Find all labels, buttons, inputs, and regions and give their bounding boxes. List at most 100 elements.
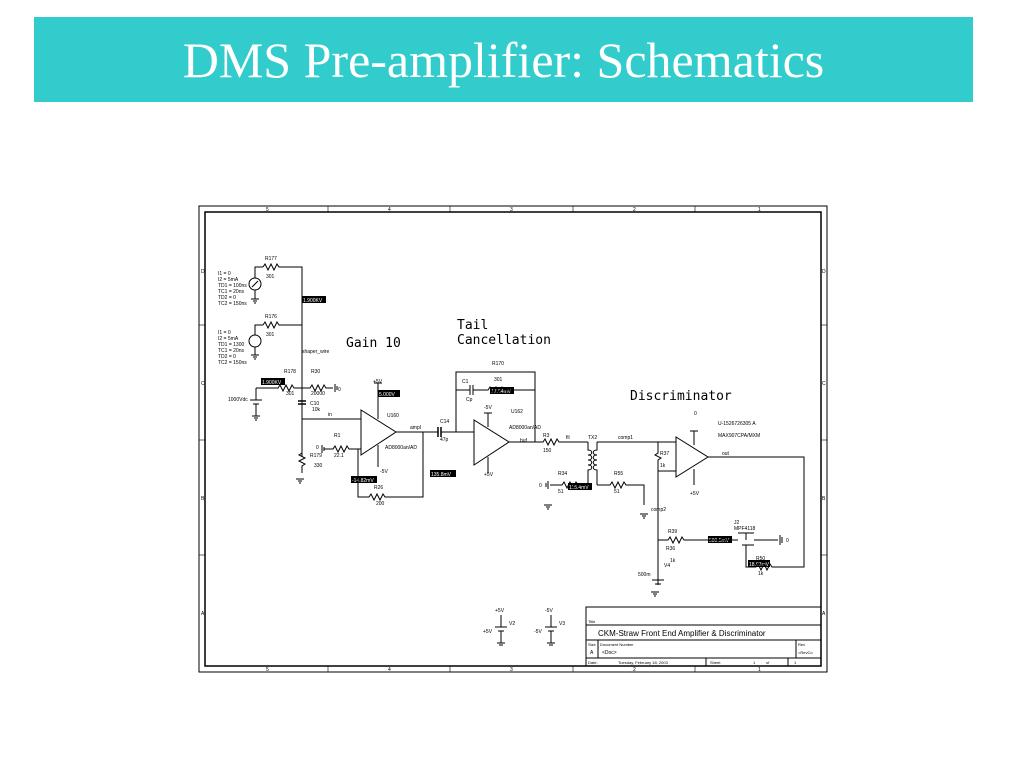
r26-value: 200 (376, 501, 385, 507)
probe-6: 135.8mV (431, 472, 452, 478)
r55-value: 51 (614, 489, 620, 495)
tb-sheet-label: Sheet (710, 660, 721, 665)
probe-7: 115.4mV (569, 485, 589, 491)
j2-part: MPF4118 (734, 526, 756, 532)
u1-gnd-label: 0 (694, 411, 697, 417)
u160-label: U160 (387, 413, 399, 419)
border-col-2: 2 (633, 207, 636, 213)
r179-value: 330 (314, 463, 323, 469)
c1-value: Cp (466, 397, 473, 403)
border-row-d-r: D (822, 269, 826, 275)
r55-label: R55 (614, 471, 623, 477)
out-wire (708, 456, 805, 568)
r179-resistor (297, 419, 307, 473)
border-row-b: B (201, 496, 205, 502)
r1-label: R1 (334, 433, 341, 439)
s1-i1: I1 = 0 (218, 271, 231, 277)
net-comp2: comp2 (651, 507, 666, 513)
r36-label: R36 (666, 546, 675, 552)
border-row-d: D (201, 269, 205, 275)
u160-part: AD8000an/AD (385, 445, 417, 451)
u162-part: AD8000an/AD (509, 425, 541, 431)
probe-3: 5.000V (379, 392, 396, 398)
probe-2: 1.900KV (262, 380, 282, 386)
c1-label: C1 (462, 379, 469, 385)
border-row-a-r: A (822, 611, 826, 617)
u160-labels: +5V U160 AD8000an/AD -5V R26 200 ampl C1… (373, 379, 449, 507)
s1-tc1: TC1 = 20ns (218, 289, 244, 295)
tb-date-label: Date: (588, 660, 598, 665)
s2-i1: I1 = 0 (218, 330, 231, 336)
j2-ground-label: 0 (786, 538, 789, 544)
r37-label: R37 (660, 451, 669, 457)
s2-i2: I2 = 5mA (218, 336, 239, 342)
r34-label: R34 (558, 471, 567, 477)
tb-size: A (590, 650, 594, 656)
r34-r55-labels: R34 51 0 R55 51 comp1 comp2 (539, 435, 666, 513)
s1-td1: TD1 = 100ns (218, 283, 247, 289)
border-col-4: 4 (388, 207, 391, 213)
tb-docnum-label: Document Number (600, 642, 634, 647)
tb-size-label: Size (588, 642, 597, 647)
s2-tc1: TC1 = 20ns (218, 348, 244, 354)
current-source-2-icon (248, 334, 262, 348)
net-out: out (722, 451, 730, 457)
r37-resistor (654, 442, 662, 517)
hv-labels: 1000Vdc R178 301 R30 20000 0 C10 10k (228, 369, 341, 413)
tb-docnum: <Doc> (602, 650, 617, 656)
j2-fet-icon (738, 532, 754, 546)
r26-label: R26 (374, 485, 383, 491)
r3-label: R3 (543, 433, 550, 439)
slide-title: DMS Pre-amplifier: Schematics (182, 31, 825, 88)
r176-wire (262, 320, 302, 330)
u162-supply-wires (484, 412, 492, 473)
s2-tc2: TC2 = 150ns (218, 360, 247, 366)
net-buf: buf (520, 438, 528, 444)
border-ticks (199, 206, 827, 672)
r177-value: 301 (266, 274, 275, 280)
probe-4: 17.04mV (491, 389, 512, 395)
c14-value: 47p (440, 437, 449, 443)
r39-resistor (658, 535, 738, 545)
r30-label: R30 (311, 369, 320, 375)
tb-rev-label: Rev (798, 642, 805, 647)
r37-value: 1k (660, 463, 666, 469)
border-col-4-b: 4 (388, 667, 391, 673)
border-col-5-b: 5 (266, 667, 269, 673)
r1-ground-label: 0 (316, 445, 319, 451)
border-row-c: C (201, 381, 205, 387)
r177-r176-labels: R177 301 R176 301 shaper_wire (265, 256, 329, 355)
net-in: in (328, 412, 332, 418)
r1-r179-labels: R1 22.1 R179 330 0 (310, 433, 344, 469)
v2-label: V2 (509, 621, 515, 627)
outer-border (198, 205, 828, 673)
r30-ground-icon (334, 384, 338, 392)
r178-r30-wire (256, 383, 333, 393)
border-col-3: 3 (510, 207, 513, 213)
border-col-1: 1 (758, 207, 761, 213)
tx2-primary (587, 442, 593, 485)
schematic-sheet: 5 4 3 2 1 5 4 3 2 1 D C B A D C B A Gain… (198, 205, 828, 673)
c10-value: 10k (312, 407, 321, 413)
heading-cancellation: Cancellation (457, 333, 551, 348)
c10-label: C10 (310, 401, 319, 407)
v1-value: 1000Vdc (228, 397, 248, 403)
v4-source-icon (652, 579, 664, 585)
probe-5: -14.82mV (352, 478, 374, 484)
c14-capacitor (437, 427, 442, 437)
r50-value: 1k (758, 571, 764, 577)
u160-neg-label: -5V (380, 469, 388, 475)
r50-label: R50 (756, 556, 765, 562)
u160-opamp-icon (360, 409, 397, 456)
voltage-probes: 1.900KV 1.900KV 5.000V 17.04mV -14.82mV … (261, 296, 770, 568)
s1-i2: I2 = 5mA (218, 277, 239, 283)
v2-value: +5V (483, 629, 493, 635)
r178-label: R178 (284, 369, 296, 375)
u1-pos-label: +5V (690, 491, 700, 497)
u1-labels: 0 U-1526726305 A MAX907CPA/MXM R37 1k +5… (660, 411, 760, 497)
v3-supply-icon (545, 615, 557, 646)
heading-tail: Tail (457, 318, 488, 333)
c14-label: C14 (440, 419, 449, 425)
r170-value: 301 (494, 377, 503, 383)
tail-labels: R170 301 C1 Cp -5V U162 AD8000an/AD +5V … (462, 361, 541, 478)
